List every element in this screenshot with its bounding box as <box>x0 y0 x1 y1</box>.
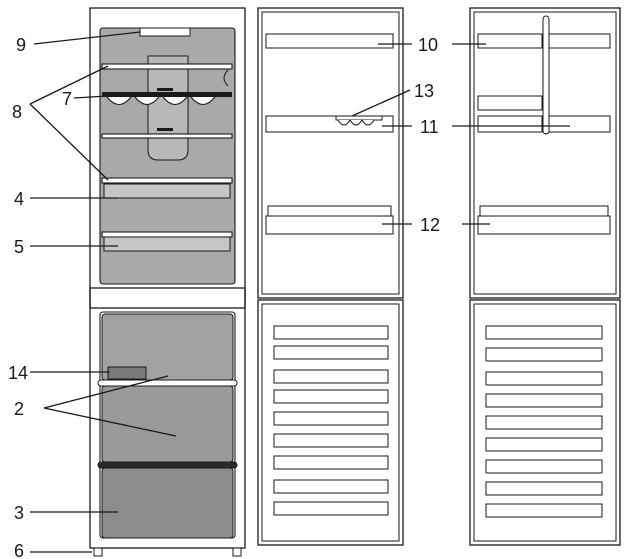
drawer-5 <box>103 236 231 252</box>
callout-3: 3 <box>14 503 24 523</box>
fridge-door-gasket <box>473 11 617 295</box>
vertical-divider <box>542 15 550 135</box>
glass-shelf <box>101 177 233 184</box>
duct-slot <box>157 88 173 91</box>
fridge-door-gasket <box>261 11 400 295</box>
door-bin-top <box>479 205 609 217</box>
light-panel <box>139 27 191 37</box>
foot <box>93 547 103 557</box>
cabinet-outline <box>89 7 246 549</box>
drawer-4 <box>103 183 231 199</box>
door-bin-left <box>477 95 543 111</box>
door-bin-right <box>547 33 611 49</box>
wine-rack <box>106 96 216 106</box>
egg-tray-13 <box>335 115 383 126</box>
door-bin-right <box>547 115 611 133</box>
wine-rack-bar <box>102 92 232 97</box>
freezer-door-outline <box>257 299 404 546</box>
air-duct <box>147 55 189 161</box>
fridge-door-outline <box>257 7 404 299</box>
door-bin <box>477 215 611 235</box>
fridge-door-outline <box>469 7 621 299</box>
callout-2: 2 <box>14 399 24 419</box>
glass-shelf <box>101 133 233 139</box>
callout-13: 13 <box>414 81 434 101</box>
fridge-front-view <box>89 7 246 557</box>
callout-9: 9 <box>16 35 26 55</box>
callout-14: 14 <box>8 363 28 383</box>
callout-8: 8 <box>12 102 22 122</box>
door-bin <box>265 33 394 49</box>
callout-5: 5 <box>14 237 24 257</box>
duct-slot <box>157 128 173 131</box>
door-bin-left <box>477 33 543 49</box>
compartment-divider <box>89 287 246 309</box>
glass-shelf <box>101 63 233 70</box>
callout-6: 6 <box>14 541 24 559</box>
door-view-a <box>257 7 404 546</box>
callout-12: 12 <box>420 215 440 235</box>
door-bin-left <box>477 115 543 133</box>
drawer-shelf <box>101 231 233 238</box>
side-clip <box>223 69 229 87</box>
callout-11: 11 <box>420 117 439 137</box>
foot <box>232 547 242 557</box>
callout-10: 10 <box>418 35 438 55</box>
callout-4: 4 <box>14 189 24 209</box>
freezer-door-gasket <box>261 303 400 542</box>
callout-7: 7 <box>62 89 72 109</box>
freezer-door-ridges <box>273 325 389 516</box>
leader-lines <box>29 31 570 553</box>
freezer-door-gasket <box>473 303 617 542</box>
freezer-drawer-bottom <box>101 467 234 539</box>
door-bin <box>265 215 394 235</box>
freezer-door-ridges <box>485 325 603 518</box>
drawer-rail <box>97 461 238 469</box>
door-view-b <box>469 7 621 546</box>
door-bin-top <box>267 205 392 217</box>
freezer-door-outline <box>469 299 621 546</box>
ice-tray <box>107 366 147 380</box>
drawer-rail <box>97 379 238 387</box>
